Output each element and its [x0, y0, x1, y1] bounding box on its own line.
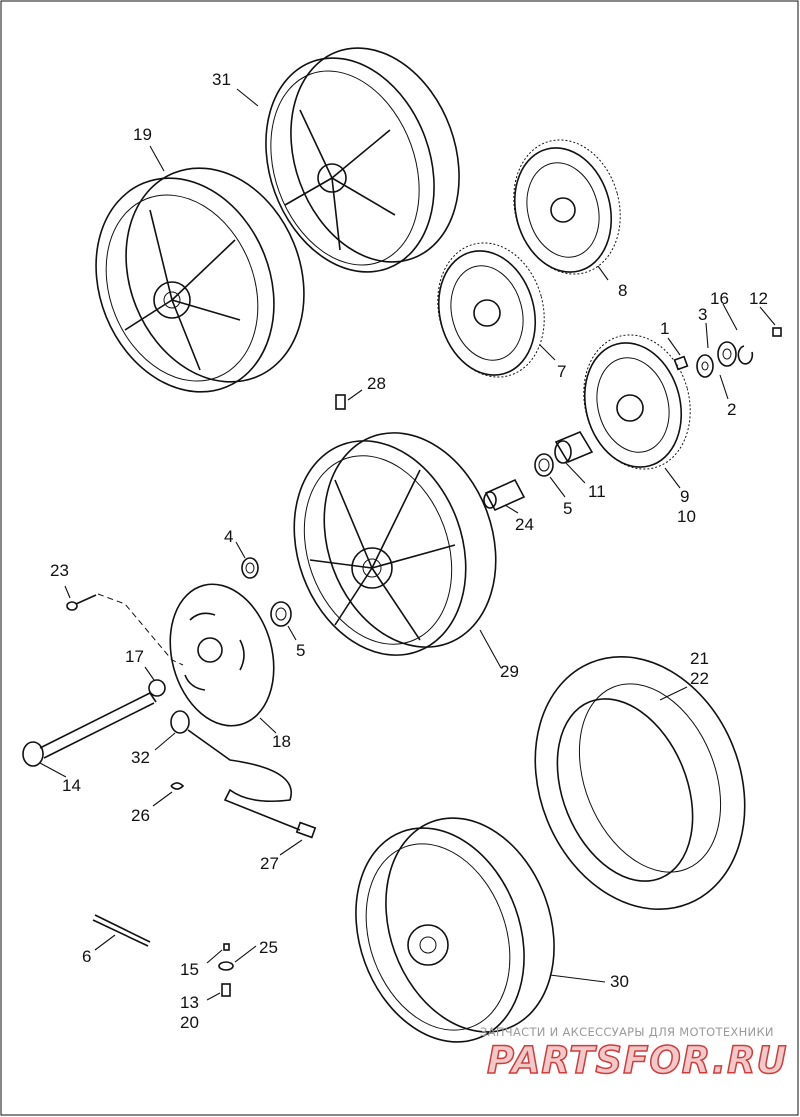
callout-32: 32 [131, 748, 150, 767]
callout-23: 23 [50, 561, 69, 580]
callout-21: 21 [690, 649, 709, 668]
pulley-9-illustration [583, 334, 691, 470]
callout-4: 4 [224, 527, 233, 546]
sensor-32-cable-27-illustration [170, 710, 317, 839]
cable-tie-6-illustration [92, 914, 151, 947]
callout-27: 27 [260, 854, 279, 873]
callout-31: 31 [212, 70, 231, 89]
callout-14: 14 [62, 776, 81, 795]
clip-28-illustration [335, 394, 346, 410]
callout-3: 3 [698, 305, 707, 324]
callout-17: 17 [125, 647, 144, 666]
callout-28: 28 [367, 374, 386, 393]
callout-18: 18 [272, 732, 291, 751]
callout-30: 30 [610, 972, 629, 991]
callout-6: 6 [82, 947, 91, 966]
leader-lines [39, 88, 776, 1001]
valve-parts-illustration [218, 943, 234, 997]
watermark-brand: PARTSFOR.RU [487, 1039, 788, 1082]
callout-19: 19 [133, 125, 152, 144]
callout-12: 12 [749, 289, 768, 308]
callouts: 31 19 8 7 1 3 16 12 2 28 11 5 24 9 10 4 … [50, 70, 768, 1032]
wheel-31-illustration [265, 47, 460, 273]
hardware-1-2-3-12-16 [673, 327, 782, 378]
wheel-30-illustration [355, 817, 555, 1043]
callout-13: 13 [180, 993, 199, 1012]
wheel-19-illustration [95, 167, 305, 393]
tire-21-illustration [534, 655, 746, 911]
callout-22: 22 [690, 669, 709, 688]
callout-2: 2 [727, 400, 736, 419]
watermark-tagline: ЗАПЧАСТИ И АКСЕССУАРЫ ДЛЯ МОТОТЕХНИКИ [480, 1025, 774, 1039]
brake-disc-18-illustration [169, 583, 275, 727]
callout-10: 10 [677, 507, 696, 526]
wheel-29-illustration [293, 432, 497, 656]
callout-25: 25 [259, 938, 278, 957]
callout-9: 9 [680, 487, 689, 506]
callout-8: 8 [618, 281, 627, 300]
callout-7: 7 [557, 362, 566, 381]
callout-26: 26 [131, 806, 150, 825]
callout-29: 29 [500, 662, 519, 681]
axle-14-illustration [22, 692, 157, 767]
clip-26-illustration [170, 782, 185, 790]
spacer-17-illustration [148, 679, 166, 697]
pulley-7-illustration [437, 242, 545, 378]
callout-16: 16 [710, 289, 729, 308]
callout-20: 20 [180, 1013, 199, 1032]
pulley-8-illustration [513, 139, 621, 275]
callout-1: 1 [660, 319, 669, 338]
callout-11: 11 [588, 482, 606, 501]
callout-5b: 5 [296, 641, 305, 660]
bolt-23-illustration [66, 593, 184, 666]
watermark: ЗАПЧАСТИ И АКСЕССУАРЫ ДЛЯ МОТОТЕХНИКИ PA… [480, 1025, 788, 1083]
callout-5a: 5 [563, 499, 572, 518]
callout-24: 24 [515, 515, 534, 534]
callout-15: 15 [180, 960, 199, 979]
spacers-bearings-illustration [241, 430, 594, 627]
